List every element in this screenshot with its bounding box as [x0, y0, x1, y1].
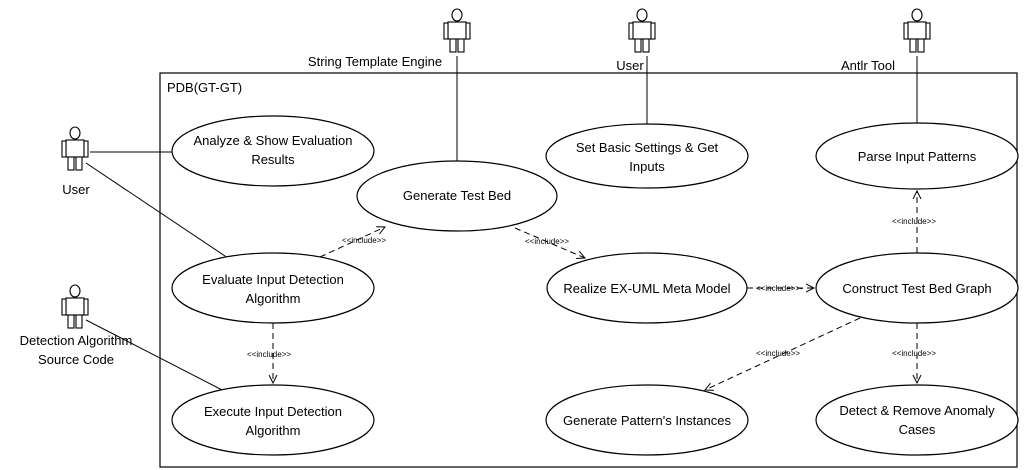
include-label-evaluate-execute: <<include>> — [247, 350, 291, 359]
include-construct-to-instances — [705, 317, 861, 390]
actor-antlr-tool-icon — [903, 8, 931, 53]
actor-antlr-tool-label: Antlr Tool — [841, 58, 895, 73]
actor-detection-source-label-line2: Source Code — [38, 352, 114, 367]
actor-detection-source-icon — [61, 284, 89, 329]
uc-parse-ellipse[interactable] — [815, 122, 1019, 190]
uc-construct-label: Construct Test Bed Graph — [842, 281, 991, 296]
uc-execute-label-line1: Execute Input Detection — [204, 404, 342, 419]
uc-evaluate-ellipse[interactable] — [171, 252, 375, 324]
uc-set-basic-label-line1: Set Basic Settings & Get — [576, 140, 719, 155]
uc-execute-ellipse[interactable] — [171, 384, 375, 456]
actor-string-template-engine-icon — [443, 8, 471, 53]
include-label-realize-construct: <<include>>- — [756, 284, 803, 293]
include-evaluate-to-generate — [319, 227, 385, 258]
include-label-construct-instances: <<include>> — [756, 349, 800, 358]
include-label-construct-detect: <<include>> — [892, 349, 936, 358]
uc-set-basic-label-line2: Inputs — [629, 159, 665, 174]
uc-set-basic-ellipse[interactable] — [545, 123, 749, 189]
uc-evaluate-label-line2: Algorithm — [246, 291, 301, 306]
uc-analyze-label-line2: Results — [251, 152, 295, 167]
include-label-generate-realize: <<include>> — [525, 237, 569, 246]
uc-detect-label-line2: Cases — [899, 422, 936, 437]
actor-user-top-icon — [628, 8, 656, 53]
include-generate-to-realize — [514, 227, 585, 258]
assoc-user-left-evaluate — [85, 162, 229, 259]
include-label-construct-parse: <<include>> — [892, 217, 936, 226]
uc-detect-ellipse[interactable] — [815, 384, 1019, 456]
actor-detection-source-label-line1: Detection Algorithm — [20, 333, 133, 348]
uc-instances-label: Generate Pattern's Instances — [563, 413, 731, 428]
uc-execute-label-line2: Algorithm — [246, 423, 301, 438]
uc-parse-label: Parse Input Patterns — [858, 149, 977, 164]
uc-realize-label: Realize EX-UML Meta Model — [563, 281, 730, 296]
include-label-evaluate-generate: <<include>> — [342, 236, 386, 245]
actor-user-top-label: User — [616, 58, 644, 73]
actor-user-left-icon — [61, 126, 89, 171]
uc-generate-bed-ellipse[interactable] — [356, 160, 558, 232]
actor-user-left-label: User — [62, 182, 90, 197]
uc-analyze-label-line1: Analyze & Show Evaluation — [194, 133, 353, 148]
uc-detect-label-line1: Detect & Remove Anomaly — [839, 403, 995, 418]
uc-instances-ellipse[interactable] — [545, 384, 749, 456]
uc-analyze-ellipse[interactable] — [171, 115, 375, 187]
actor-string-template-engine-label: String Template Engine — [308, 54, 442, 69]
uc-generate-bed-label: Generate Test Bed — [403, 188, 511, 203]
system-boundary — [159, 72, 1018, 468]
system-boundary-label: PDB(GT-GT) — [167, 80, 242, 95]
uc-evaluate-label-line1: Evaluate Input Detection — [202, 272, 344, 287]
assoc-detection-source-execute — [85, 319, 229, 394]
